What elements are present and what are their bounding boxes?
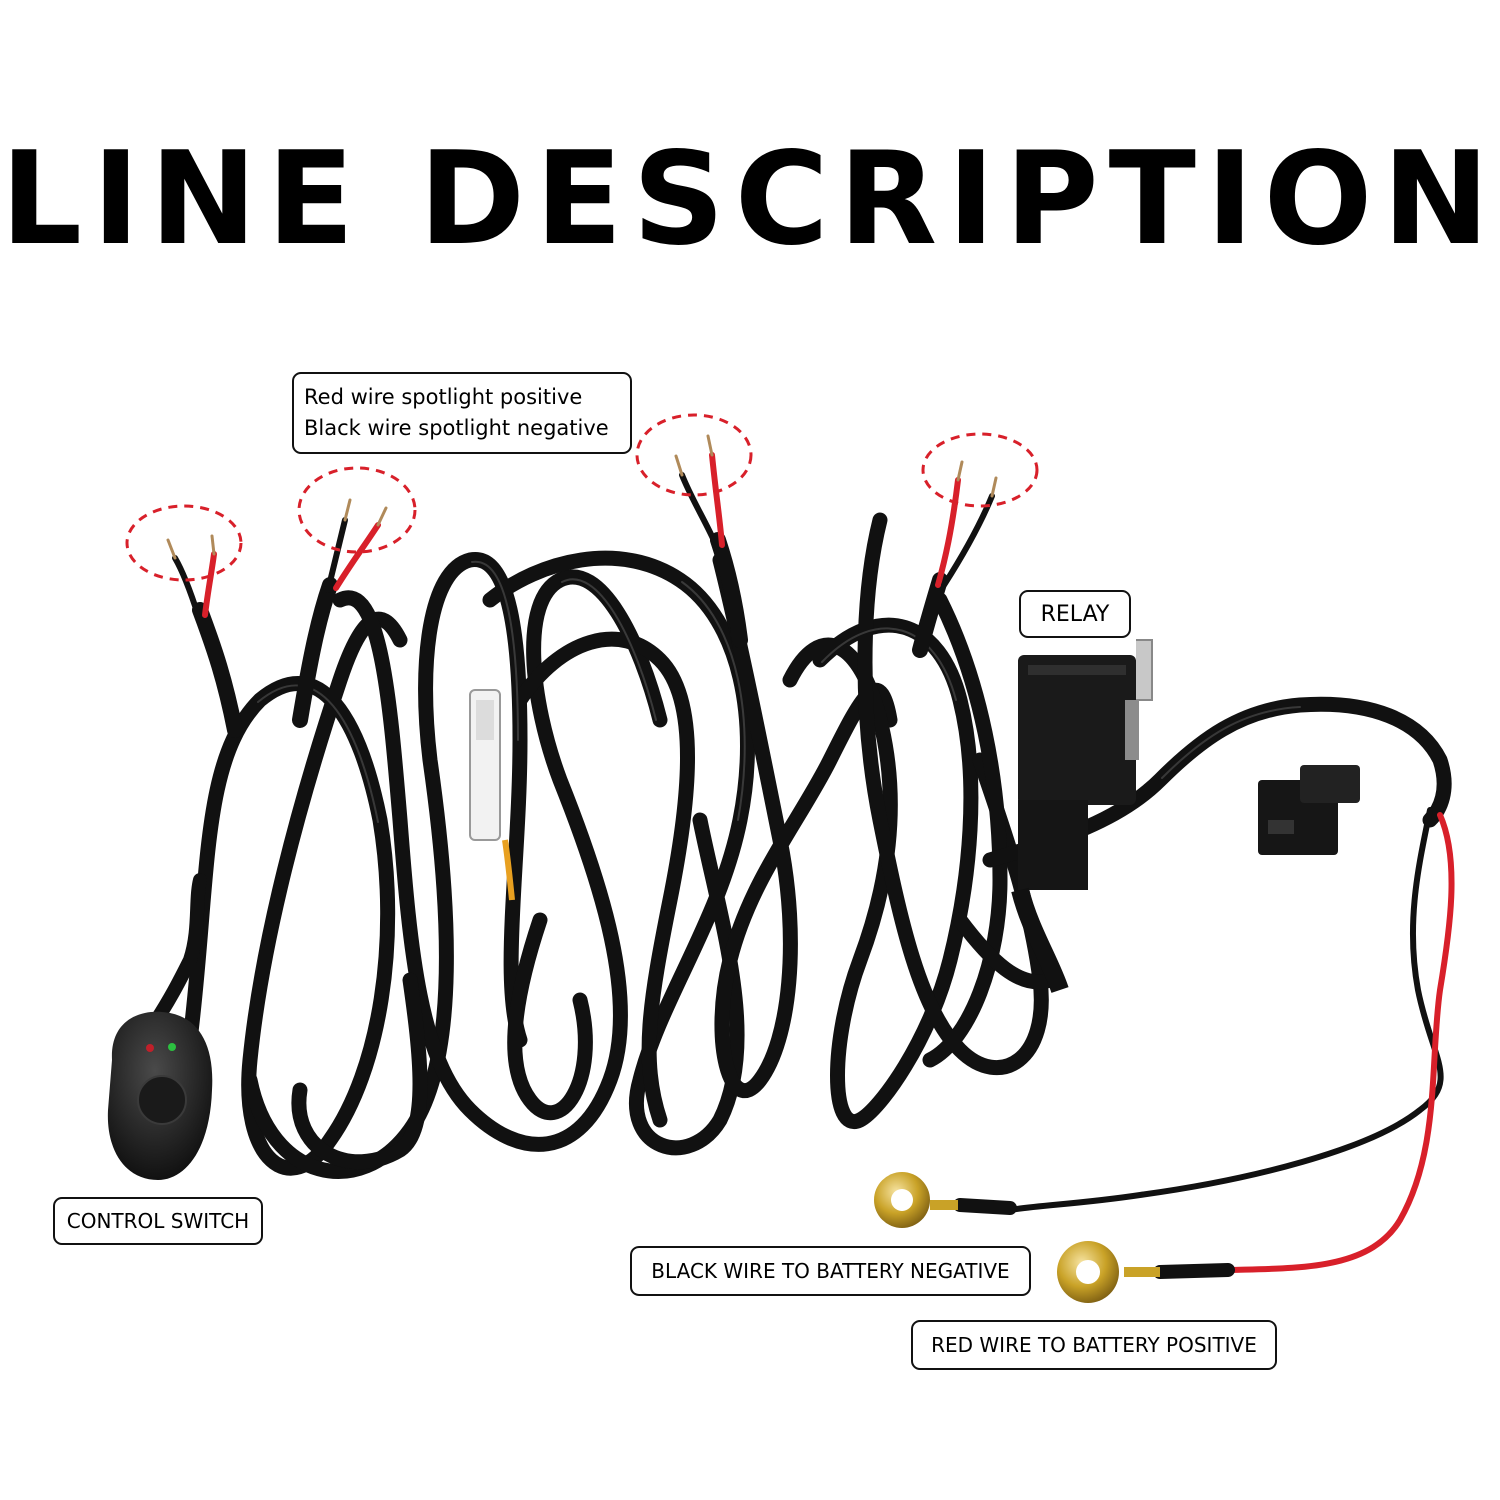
switch-led-green [168, 1043, 176, 1051]
relay-label: RELAY [1040, 601, 1110, 627]
inline-connector [469, 689, 515, 901]
spotlight-lead-1 [166, 534, 243, 738]
wire-end-highlights [125, 413, 1039, 582]
battery-positive-callout: RED WIRE TO BATTERY POSITIVE [911, 1320, 1277, 1370]
battery-negative-label: BLACK WIRE TO BATTERY NEGATIVE [651, 1259, 1010, 1283]
spotlight-negative-label: Black wire spotlight negative [304, 416, 609, 440]
page-title: LINE DESCRIPTION [0, 125, 1500, 274]
battery-leads [953, 807, 1455, 1279]
battery-negative-callout: BLACK WIRE TO BATTERY NEGATIVE [630, 1246, 1031, 1296]
ring-terminal-positive [1057, 1241, 1160, 1303]
spotlight-positive-label: Red wire spotlight positive [304, 385, 583, 409]
battery-positive-label: RED WIRE TO BATTERY POSITIVE [931, 1333, 1257, 1357]
control-switch-callout: CONTROL SWITCH [53, 1197, 263, 1245]
wire-end-highlight-4 [921, 432, 1039, 508]
control-switch-label: CONTROL SWITCH [66, 1209, 250, 1233]
ring-terminal-negative [874, 1172, 958, 1228]
wire-end-highlight-1 [125, 504, 243, 582]
wire-end-highlight-3 [635, 413, 753, 497]
switch-button [137, 1075, 187, 1125]
spotlight-wire-callout: Red wire spotlight positive Black wire s… [292, 372, 632, 454]
relay-callout: RELAY [1019, 590, 1131, 638]
cable-highlights [257, 560, 1301, 823]
wire-end-highlight-2 [297, 466, 417, 554]
relay [1011, 639, 1153, 993]
harness-cable-loops [182, 512, 1452, 1179]
control-switch [107, 873, 213, 1180]
spotlight-lead-3 [674, 434, 748, 648]
battery-connector [1258, 765, 1360, 855]
spotlight-lead-2 [292, 498, 388, 728]
switch-led-red [146, 1044, 154, 1052]
